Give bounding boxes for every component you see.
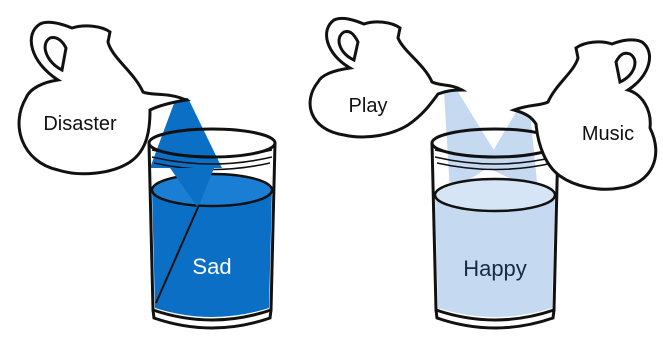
music-pitcher-label: Music — [582, 123, 634, 145]
sad-scene: Sad Disaster — [19, 22, 275, 328]
happy-glass-label: Happy — [463, 256, 527, 281]
play-pour-stream — [444, 92, 500, 192]
play-pitcher-label: Play — [349, 95, 388, 117]
happy-liquid-surface — [435, 179, 555, 211]
happy-scene: Happy Play Music — [310, 18, 656, 328]
play-pitcher-body — [310, 18, 462, 137]
sad-liquid-surface — [152, 174, 272, 206]
disaster-pitcher-label: Disaster — [43, 113, 117, 135]
sad-glass-label: Sad — [192, 254, 231, 279]
